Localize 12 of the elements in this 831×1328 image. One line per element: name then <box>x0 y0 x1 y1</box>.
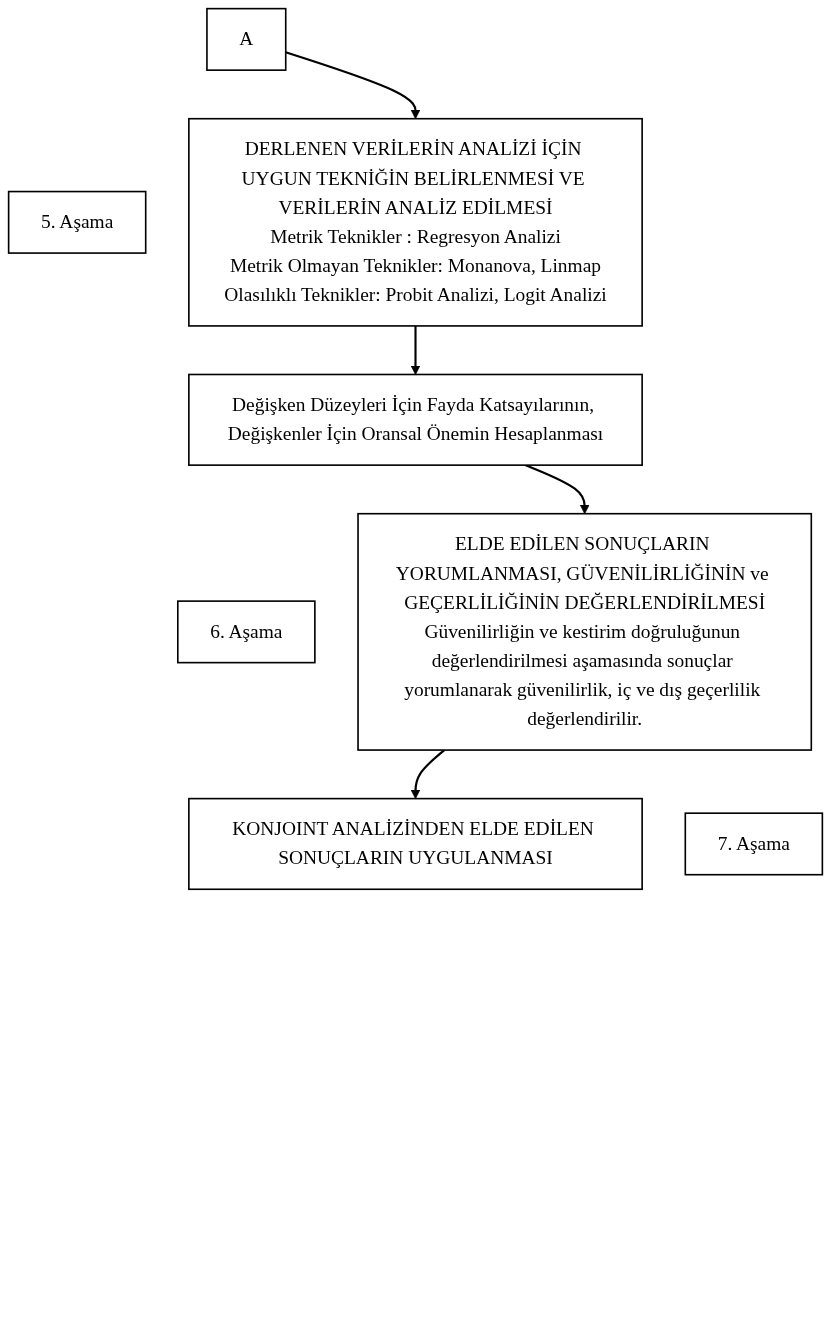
node-box: KONJOINT ANALİZİNDEN ELDE EDİLEN SONUÇLARIN UYGULANMASI <box>188 797 643 891</box>
node-box: A <box>206 7 287 71</box>
node-box: ELDE EDİLEN SONUÇLARIN YORUMLANMASI, GÜVENİLİRLİĞİNİN ve GEÇERLİLİĞİNİN DEĞERLENDİRİLMESİ Güvenilirliğin ve kestirim doğruluğunun değerlendirilmesi aşamasında sonuçlar yorumlanarak güvenilirlik, iç ve dış geçerlilik değerlendirilir. <box>357 512 813 751</box>
node-box: Değişken Düzeyleri İçin Fayda Katsayılarının, Değişkenler İçin Oransal Önemin Hesaplanması <box>188 373 643 466</box>
node-box: 5. Aşama <box>7 190 147 254</box>
arrow <box>410 325 421 375</box>
node-box: DERLENEN VERİLERİN ANALİZİ İÇİN UYGUN TEKNİĞİN BELİRLENMESİ VE VERİLERİN ANALİZ EDİLMESİ Metrik Teknikler : Regresyon Analizi Metrik Olmayan Teknikler: Monanova, Linmap Olasılıklı Teknikler: Probit Analizi, Logit Analizi <box>188 117 643 327</box>
node-box: 7. Aşama <box>684 812 824 876</box>
node-box: 6. Aşama <box>177 600 316 664</box>
arrow <box>285 51 421 120</box>
arrow <box>525 464 590 515</box>
arrow <box>410 749 446 800</box>
